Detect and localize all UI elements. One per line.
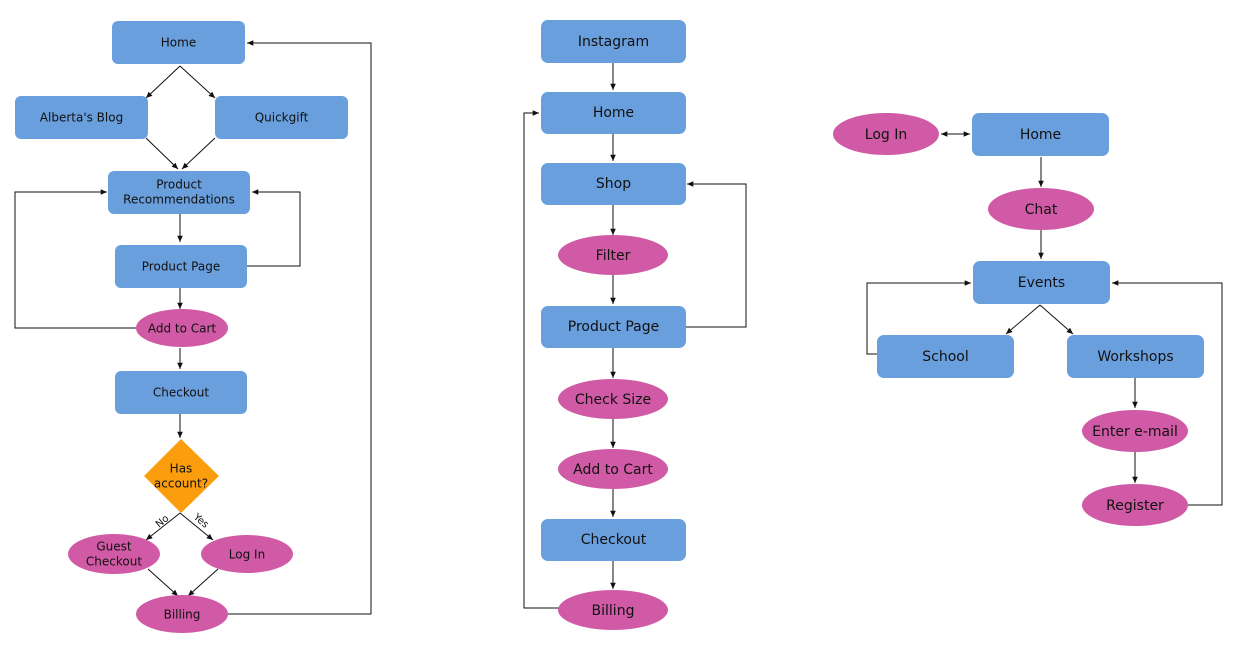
edge-events-to-workshops bbox=[1039, 304, 1074, 335]
flow3-home-label: Home bbox=[1020, 127, 1061, 143]
edge-quickgift-to-recommendations bbox=[181, 137, 216, 170]
flow1-home-label: Home bbox=[161, 36, 196, 50]
flow2-node-add-to-cart: Add to Cart bbox=[558, 449, 668, 489]
flow3-node-workshops: Workshops bbox=[1067, 335, 1204, 378]
flow3-node-events: Events bbox=[973, 261, 1110, 304]
flow2-checkout-label: Checkout bbox=[581, 532, 647, 548]
flow1-product-recommendations-line1: Product bbox=[156, 178, 202, 192]
flow1-albertas-blog-label: Alberta's Blog bbox=[40, 111, 123, 125]
edge-billing-loop-to-home bbox=[523, 110, 560, 609]
flow2-node-instagram: Instagram bbox=[541, 20, 686, 63]
flow2-node-product-page: Product Page bbox=[541, 306, 686, 348]
flow1-node-product-recommendations: Product Recommendations bbox=[108, 171, 250, 214]
flow1-has-account-line2: account? bbox=[154, 477, 208, 491]
flow2-filter-label: Filter bbox=[596, 248, 631, 264]
edge-home-to-albertas-blog bbox=[145, 65, 181, 99]
flow1-checkout-label: Checkout bbox=[153, 386, 209, 400]
flowchart-2: Instagram Home Shop Filter Product Page … bbox=[523, 20, 747, 630]
flow3-node-home: Home bbox=[972, 113, 1109, 156]
flow1-log-in-label: Log In bbox=[229, 548, 265, 562]
flow1-no-label: No bbox=[154, 513, 171, 530]
edge-guest-to-billing bbox=[147, 568, 179, 597]
flowchart-3: Log In Home Chat Events School Workshops… bbox=[833, 113, 1223, 526]
flow3-edges bbox=[866, 131, 1223, 506]
flow3-node-chat: Chat bbox=[988, 188, 1094, 230]
flow1-node-checkout: Checkout bbox=[115, 371, 247, 414]
flow3-register-label: Register bbox=[1106, 498, 1164, 514]
flow1-node-albertas-blog: Alberta's Blog bbox=[15, 96, 148, 139]
flow2-node-home: Home bbox=[541, 92, 686, 134]
flow2-node-filter: Filter bbox=[558, 235, 668, 275]
edge-product-page-loop-to-shop bbox=[686, 181, 747, 328]
flow2-node-checkout: Checkout bbox=[541, 519, 686, 561]
flow3-workshops-label: Workshops bbox=[1097, 349, 1173, 365]
edge-albertas-blog-to-recommendations bbox=[145, 137, 179, 170]
flow1-node-log-in: Log In bbox=[201, 535, 293, 573]
flow1-quickgift-label: Quickgift bbox=[255, 111, 309, 125]
flow1-billing-label: Billing bbox=[164, 608, 201, 622]
flow1-node-has-account: Has account? bbox=[144, 439, 219, 513]
edge-has-account-yes-to-login bbox=[179, 512, 214, 541]
flow1-node-billing: Billing bbox=[136, 595, 228, 633]
edge-school-loop-to-events bbox=[866, 280, 971, 355]
edge-add-to-cart-loop-to-recommendations bbox=[14, 189, 137, 329]
flow3-node-register: Register bbox=[1082, 484, 1188, 526]
flow2-check-size-label: Check Size bbox=[575, 392, 651, 408]
flow3-enter-email-label: Enter e-mail bbox=[1092, 424, 1178, 440]
flow2-node-check-size: Check Size bbox=[558, 379, 668, 419]
flow2-instagram-label: Instagram bbox=[578, 34, 649, 50]
flow3-events-label: Events bbox=[1018, 275, 1065, 291]
flow3-chat-label: Chat bbox=[1025, 202, 1058, 218]
flow2-node-shop: Shop bbox=[541, 163, 686, 205]
edge-register-loop-to-events bbox=[1112, 280, 1223, 506]
flow1-add-to-cart-label: Add to Cart bbox=[148, 322, 217, 336]
flow3-node-school: School bbox=[877, 335, 1014, 378]
flow1-product-page-label: Product Page bbox=[142, 260, 220, 274]
flow1-node-add-to-cart: Add to Cart bbox=[136, 309, 228, 347]
edge-billing-loop-to-home bbox=[226, 40, 372, 615]
flow2-home-label: Home bbox=[593, 105, 634, 121]
flow3-node-enter-email: Enter e-mail bbox=[1082, 410, 1188, 452]
flow1-node-guest-checkout: Guest Checkout bbox=[68, 534, 160, 574]
edge-events-to-school bbox=[1005, 304, 1041, 335]
flow1-has-account-line1: Has bbox=[170, 462, 193, 476]
flow1-edges bbox=[14, 40, 372, 615]
flowchart-1: Home Alberta's Blog Quickgift Product Re… bbox=[14, 21, 372, 633]
edge-home-to-quickgift bbox=[179, 65, 216, 99]
flow2-product-page-label: Product Page bbox=[568, 319, 660, 335]
flow3-school-label: School bbox=[922, 349, 968, 365]
flow2-edges bbox=[523, 63, 747, 609]
flow1-node-product-page: Product Page bbox=[115, 245, 247, 288]
flow1-guest-checkout-line1: Guest bbox=[96, 540, 132, 554]
flow3-node-log-in: Log In bbox=[833, 113, 939, 155]
edge-login-to-billing bbox=[187, 568, 219, 597]
edge-product-page-loop-to-recommendations bbox=[247, 189, 301, 267]
flow1-node-quickgift: Quickgift bbox=[215, 96, 348, 139]
flow2-add-to-cart-label: Add to Cart bbox=[573, 462, 653, 478]
flow3-log-in-label: Log In bbox=[865, 127, 907, 143]
flow2-billing-label: Billing bbox=[592, 603, 635, 619]
flow1-guest-checkout-line2: Checkout bbox=[86, 555, 142, 569]
flow1-product-recommendations-line2: Recommendations bbox=[123, 193, 235, 207]
flow1-node-home: Home bbox=[112, 21, 245, 64]
flow2-shop-label: Shop bbox=[596, 176, 631, 192]
flow2-node-billing: Billing bbox=[558, 590, 668, 630]
flow1-yes-label: Yes bbox=[190, 511, 210, 530]
edge-has-account-no-to-guest bbox=[145, 512, 181, 541]
